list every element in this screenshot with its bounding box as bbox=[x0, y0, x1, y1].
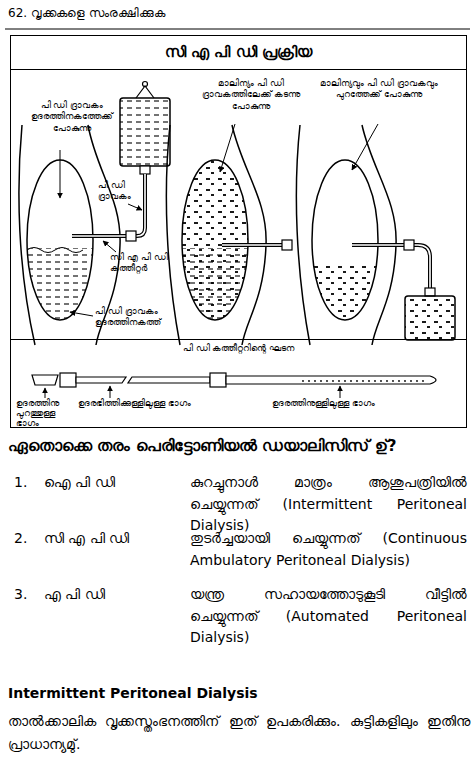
subheading: Intermittent Peritoneal Dialysis bbox=[8, 684, 470, 704]
list-term: സി എ പി ഡി bbox=[44, 528, 184, 550]
leader-arrow bbox=[60, 150, 61, 198]
figure-title: സി എ പി ഡി പ്രക്രിയ bbox=[11, 36, 466, 70]
catheter bbox=[222, 244, 290, 246]
catheter-tube bbox=[76, 377, 126, 383]
body-outline bbox=[19, 125, 35, 345]
catheter-holes bbox=[300, 377, 428, 383]
list-number: 1. bbox=[14, 472, 42, 494]
waste-particles bbox=[175, 160, 255, 325]
part-label: ഉദരഭിത്തിക്കുള്ളിലുള്ള ഭാഗം bbox=[78, 398, 218, 408]
list-number: 3. bbox=[14, 584, 42, 606]
part-label: ഉദരത്തിനുള്ളിലുള്ള ഭാഗം bbox=[272, 398, 422, 408]
drain-bag bbox=[405, 296, 455, 340]
tube bbox=[352, 245, 430, 292]
list-number: 2. bbox=[14, 528, 42, 550]
bag-hanger bbox=[143, 82, 148, 87]
abdominal-cavity bbox=[27, 160, 93, 320]
body-outline bbox=[232, 125, 266, 345]
leader-arrow bbox=[220, 124, 235, 172]
list-description: കുറച്ചുനാൾ മാത്രം ആശുപത്രിയിൽ ചെയ്യുന്നത… bbox=[190, 472, 467, 537]
leader-arrow bbox=[103, 241, 116, 252]
catheter-tube bbox=[226, 376, 436, 384]
panel-drain bbox=[296, 124, 455, 345]
section-heading: ഏതൊക്കെ തരം പെരിട്ടോണിയൽ ഡയാലിസിസ് ഉ്? bbox=[8, 436, 470, 456]
pd-bag bbox=[120, 98, 170, 166]
leader-arrow bbox=[110, 386, 111, 398]
body-outline bbox=[296, 125, 310, 345]
tube bbox=[352, 245, 430, 292]
body-outline bbox=[166, 125, 180, 345]
fluid-fill bbox=[175, 248, 255, 328]
fluid-level bbox=[27, 248, 83, 253]
leader-arrow bbox=[70, 312, 93, 316]
panel-title: പി ഡി കത്തീറ്ററിന്റെ ഘടന bbox=[11, 340, 466, 355]
bag-port bbox=[425, 288, 435, 296]
abdominal-cavity bbox=[182, 160, 248, 320]
callout-label: പി ഡി ദ്രാവകം ഉദരത്തിനകത്ത് bbox=[95, 306, 195, 329]
callout-label: പി ഡി ദ്രാവകം ഉദരത്തിനകത്തേക്ക് പോകുന്നു bbox=[20, 100, 124, 134]
callout-label: മാലിന്യം പി ഡി ദ്രാവകത്തിലേക്ക് കടന്നു പ… bbox=[190, 78, 312, 112]
fluid-fill bbox=[20, 248, 100, 328]
callout-label: സി എ പി ഡി കത്തീറ്റർ bbox=[110, 252, 180, 275]
panel-fluid-in bbox=[19, 82, 170, 346]
catheter-cuff bbox=[60, 373, 76, 387]
bag-port bbox=[140, 166, 150, 174]
tube bbox=[72, 174, 145, 236]
catheter-connector bbox=[404, 240, 414, 250]
catheter-cuff bbox=[210, 373, 226, 387]
leader-arrow bbox=[128, 204, 142, 210]
paragraph: താൽക്കാലിക വൃക്കസ്തംഭനത്തിന് ഇത് ഉപകരിക്… bbox=[8, 710, 470, 756]
bag-hanger bbox=[136, 86, 154, 98]
header-rule bbox=[5, 29, 470, 30]
panel-dwell bbox=[166, 124, 292, 345]
list-term: ഐ പി ഡി bbox=[44, 472, 184, 494]
waste-particles bbox=[305, 265, 385, 325]
catheter-connector bbox=[126, 231, 136, 241]
list-description: തുടർച്ചയായി ചെയ്യുന്നത് (Continuous Ambu… bbox=[190, 528, 467, 571]
tube bbox=[72, 174, 145, 236]
catheter-connector bbox=[282, 240, 292, 250]
list-term: എ പി ഡി bbox=[44, 584, 184, 606]
abdominal-cavity bbox=[312, 160, 378, 320]
catheter-panel: പി ഡി കത്തീറ്ററിന്റെ ഘടന bbox=[11, 339, 466, 427]
catheter-structure bbox=[32, 373, 436, 398]
leader-arrow bbox=[352, 124, 378, 170]
page-header: 62. വൃക്കകളെ സംരക്ഷിക്കുക bbox=[8, 6, 308, 22]
leader-arrow bbox=[340, 386, 341, 398]
callout-label: മാലിന്യവും പി ഡി ദ്രാവകവും പുറത്തേക്ക് പ… bbox=[316, 78, 442, 101]
callout-label: പി ഡി ദ്രാവകം bbox=[98, 180, 146, 203]
body-outline bbox=[362, 125, 396, 345]
catheter-stub bbox=[32, 375, 58, 385]
part-label: ഉദരത്തിനു പുറത്തുള്ള ഭാഗം bbox=[16, 398, 78, 429]
leader-arrow bbox=[45, 388, 46, 398]
catheter bbox=[222, 243, 290, 247]
catheter-tube bbox=[128, 377, 210, 383]
list-description: യന്ത്ര സഹായത്തോടുകൂടി വീട്ടിൽ ചെയ്യുന്നത… bbox=[190, 584, 467, 649]
